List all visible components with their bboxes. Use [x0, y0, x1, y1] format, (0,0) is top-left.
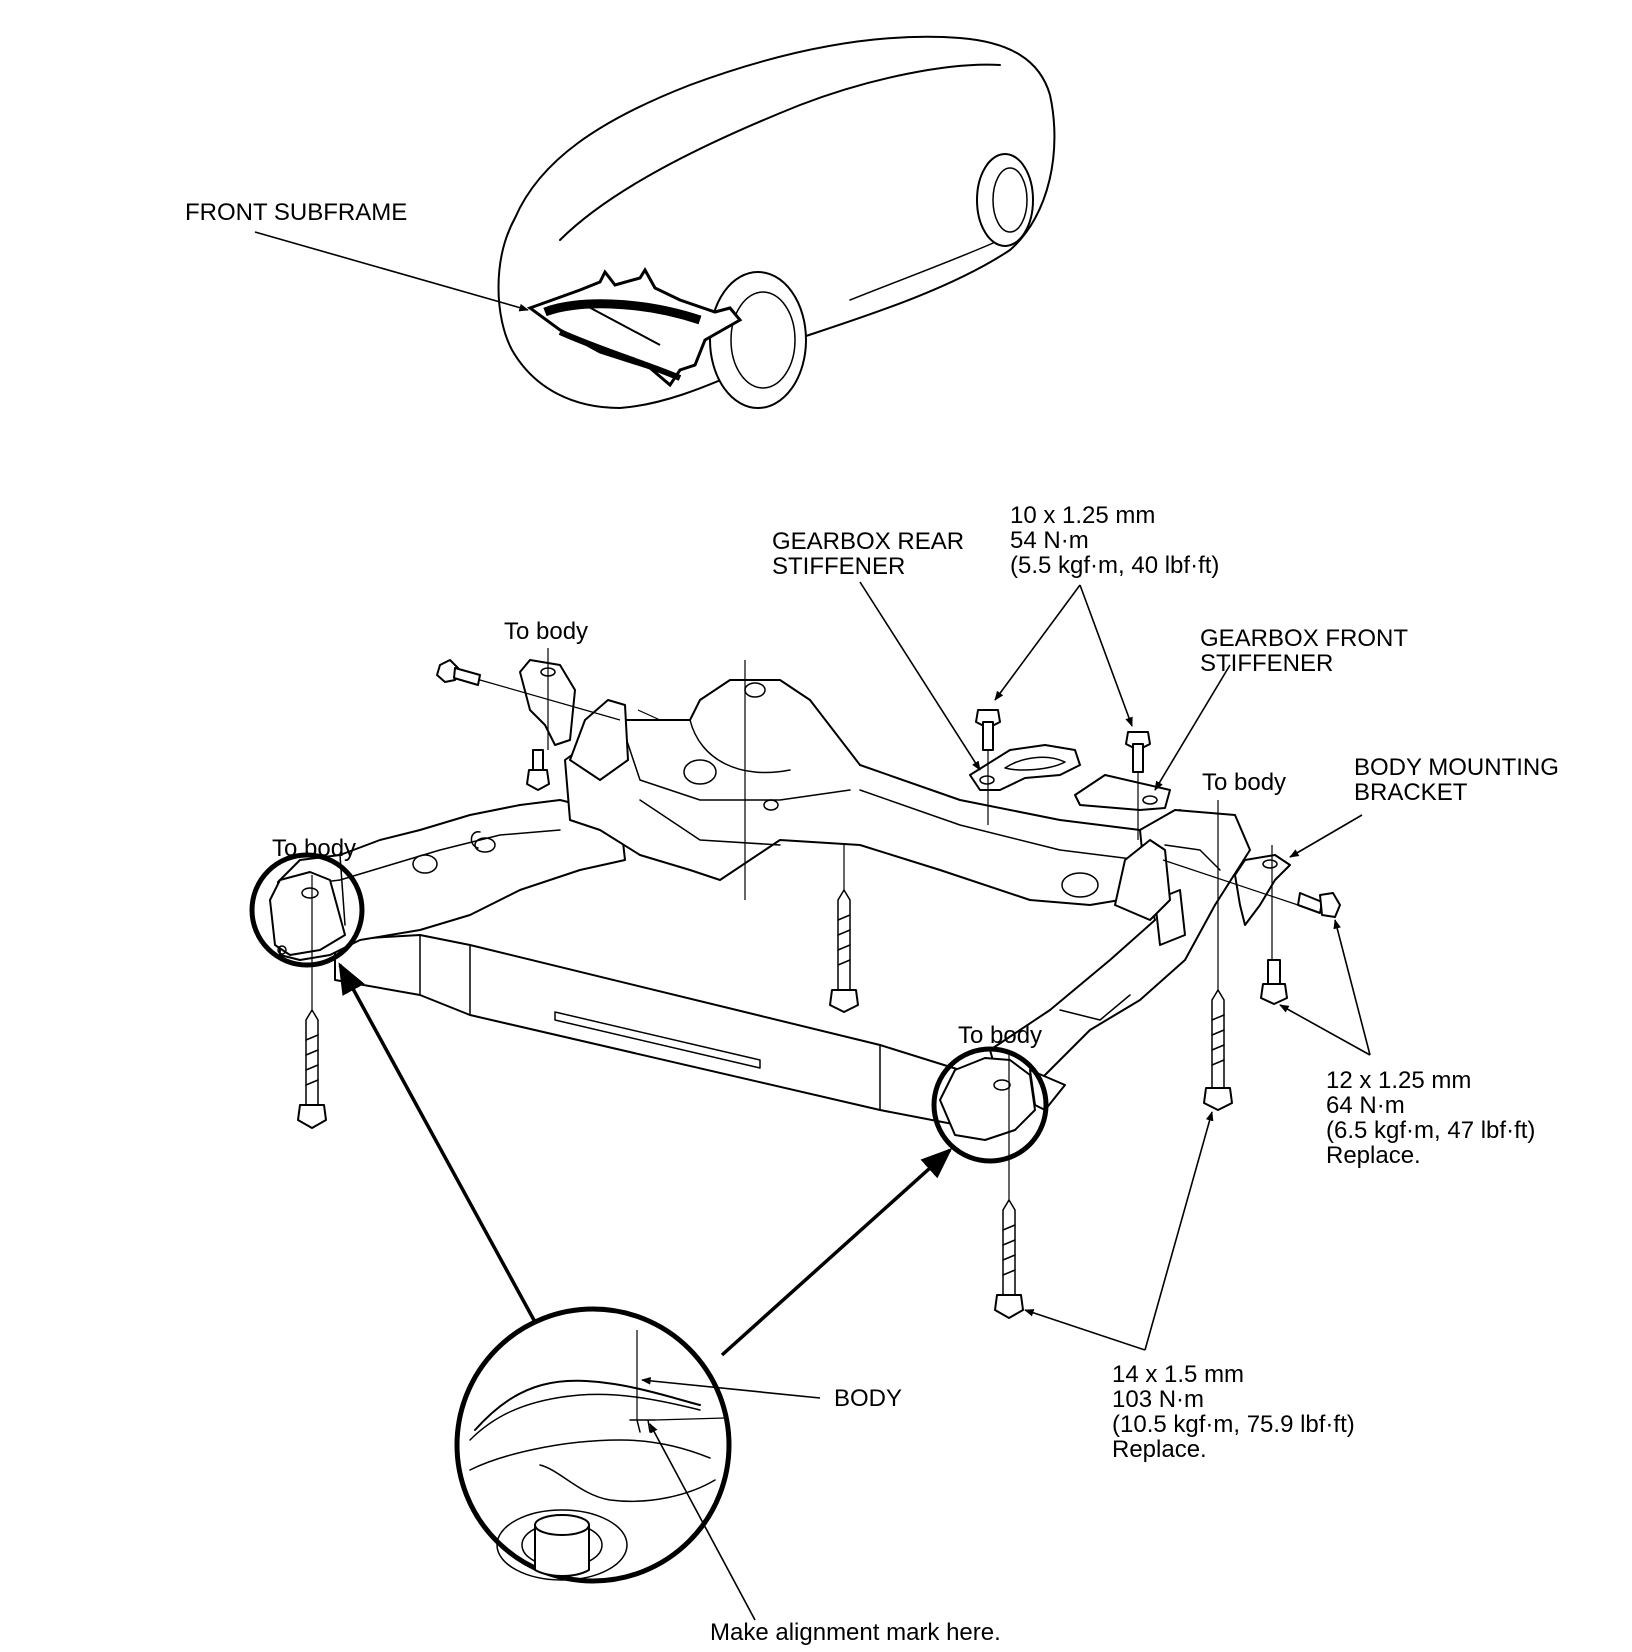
gearbox-rear-stiffener — [969, 744, 1081, 791]
label-alignment-mark: Make alignment mark here. — [710, 1619, 1001, 1646]
bolt-stiffener-front — [1125, 731, 1151, 773]
detail-view — [454, 1306, 732, 1584]
label-to-body-rear-left: To body — [504, 618, 589, 645]
label-body: BODY — [834, 1385, 903, 1412]
bolt-rear-left-vertical — [526, 749, 550, 791]
bolt-stiffener-rear — [975, 709, 1001, 751]
label-line: GEARBOX FRONT — [1200, 625, 1409, 652]
highlight-circle-left — [249, 852, 365, 968]
spec-size: 14 x 1.5 mm — [1112, 1361, 1245, 1388]
label-to-body-front-right: To body — [958, 1022, 1043, 1049]
spec-note: Replace. — [1112, 1436, 1207, 1463]
spec-torque-alt: (6.5 kgf·m, 47 lbf·ft) — [1326, 1117, 1536, 1144]
spec-torque: 103 N·m — [1112, 1386, 1205, 1413]
bolt-front-left-long — [297, 1009, 327, 1129]
highlight-circle-right — [931, 1046, 1049, 1164]
label-line: BODY MOUNTING — [1354, 754, 1559, 781]
spec-bolt-14: 14 x 1.5 mm 103 N·m (10.5 kgf·m, 75.9 lb… — [1112, 1362, 1355, 1462]
body-mounting-bracket — [1234, 854, 1291, 926]
bolt-rear-left-horizontal — [436, 659, 481, 686]
label-line: BRACKET — [1354, 779, 1468, 806]
car-outline — [497, 35, 1056, 409]
bolt-bracket-vertical — [1260, 959, 1288, 1005]
spec-note: Replace. — [1326, 1142, 1421, 1169]
label-front-subframe: FRONT SUBFRAME — [185, 199, 408, 226]
label-to-body-front-left: To body — [272, 835, 357, 862]
label-line: GEARBOX REAR — [772, 528, 965, 555]
spec-bolt-10: 10 x 1.25 mm 54 N·m (5.5 kgf·m, 40 lbf·f… — [1010, 503, 1219, 578]
bolt-bracket-horizontal — [1297, 892, 1341, 918]
spec-size: 10 x 1.25 mm — [1010, 502, 1156, 529]
bolt-front-right-long — [994, 1199, 1024, 1319]
label-gearbox-rear-stiffener: GEARBOX REAR STIFFENER — [772, 529, 964, 579]
spec-torque: 54 N·m — [1010, 527, 1089, 554]
subframe — [269, 679, 1251, 1141]
bolt-rear-right-long — [1203, 989, 1233, 1111]
label-line: STIFFENER — [1200, 650, 1334, 677]
spec-torque-alt: (5.5 kgf·m, 40 lbf·ft) — [1010, 552, 1220, 579]
front-subframe-in-car — [526, 267, 743, 388]
spec-bolt-12: 12 x 1.25 mm 64 N·m (6.5 kgf·m, 47 lbf·f… — [1326, 1068, 1535, 1168]
label-to-body-rear-right: To body — [1202, 769, 1287, 796]
leader-lines — [254, 231, 1371, 1621]
bolt-axes — [311, 648, 1299, 1200]
label-line: STIFFENER — [772, 553, 906, 580]
label-body-mounting-bracket: BODY MOUNTING BRACKET — [1354, 755, 1559, 805]
gearbox-front-stiffener — [1074, 774, 1171, 811]
spec-size: 12 x 1.25 mm — [1326, 1067, 1472, 1094]
label-gearbox-front-stiffener: GEARBOX FRONT STIFFENER — [1200, 626, 1408, 676]
bolt-center-long — [829, 889, 859, 1013]
spec-torque-alt: (10.5 kgf·m, 75.9 lbf·ft) — [1112, 1411, 1355, 1438]
spec-torque: 64 N·m — [1326, 1092, 1405, 1119]
